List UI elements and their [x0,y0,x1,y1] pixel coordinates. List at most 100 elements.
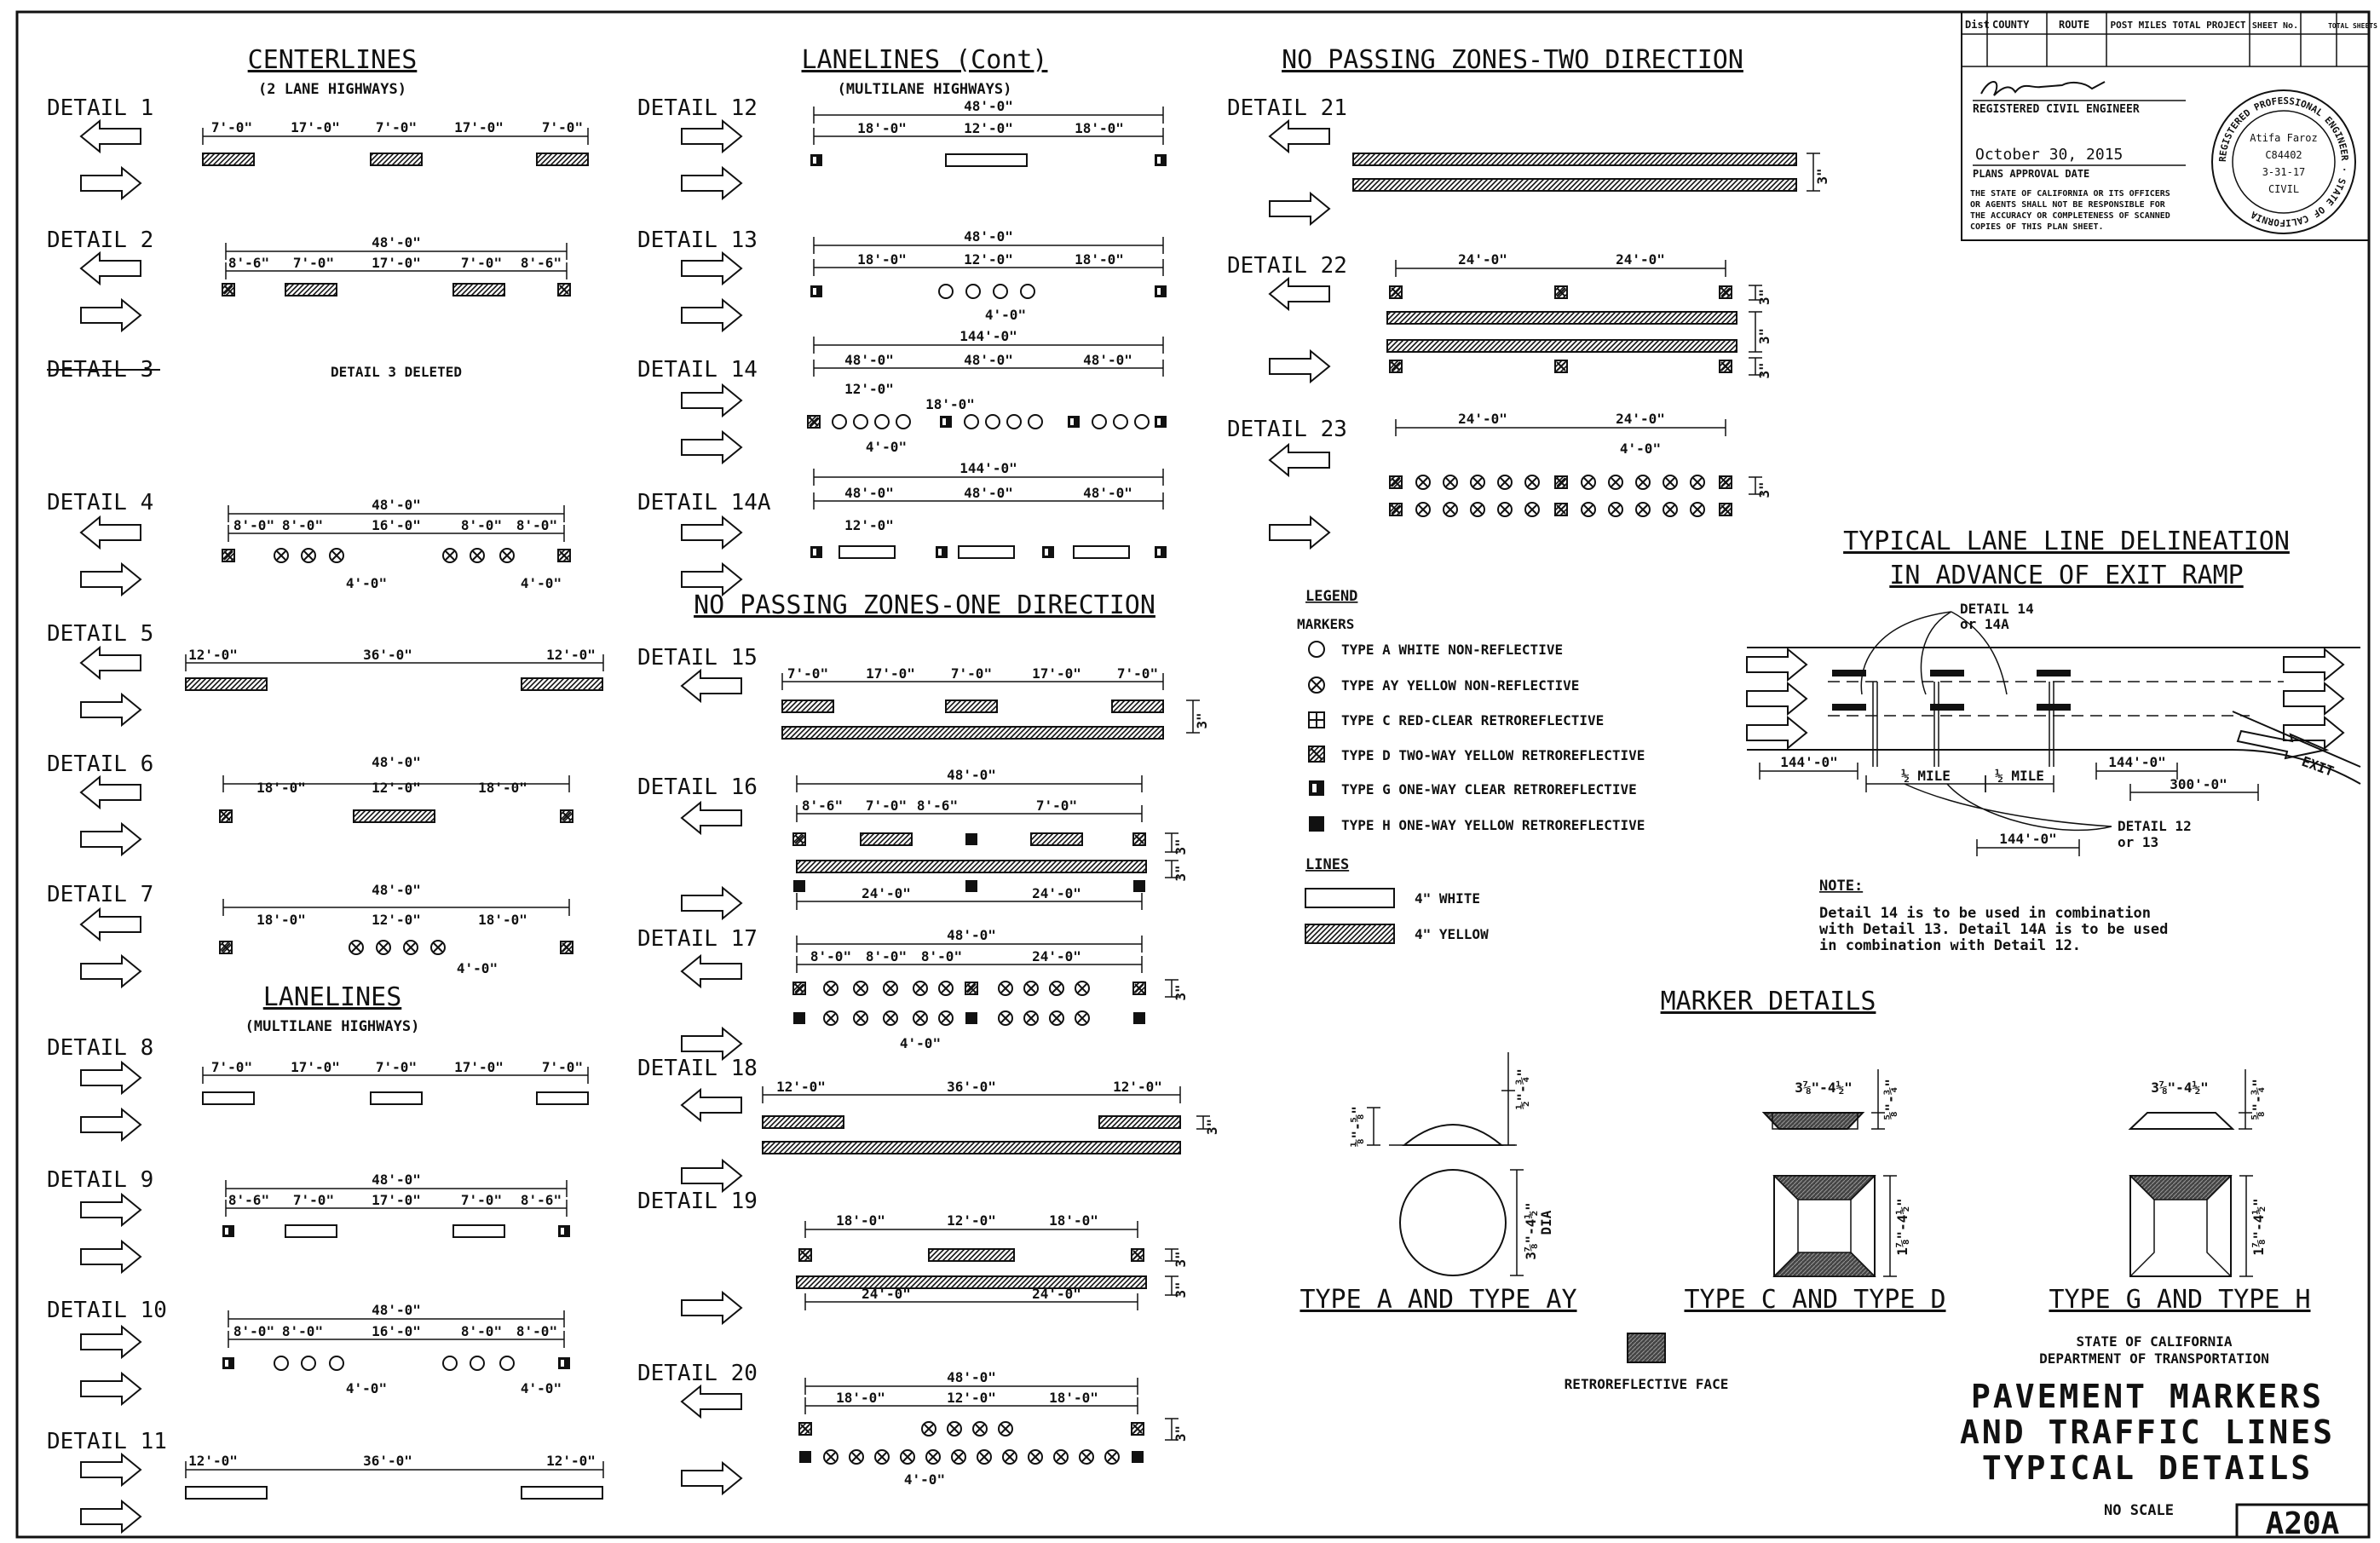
d19-dim-bot-ticks [804,1293,1138,1310]
detail-19-label: DETAIL 19 [637,1189,758,1214]
d14-48a: 48'-0" [844,352,894,368]
d8-7a: 7'-0" [211,1059,252,1075]
white-line-swatch [1305,888,1395,908]
d14-a7 [1028,414,1043,429]
d20-m0-cross [800,1424,810,1434]
sheet-number: A20A [2266,1506,2340,1541]
d23-ay21 [1608,475,1623,490]
d23-by22 [1635,502,1651,517]
d14-g3-face [1157,418,1161,425]
seal-civil: CIVIL [2268,183,2299,195]
type-c-retro-bottom [1772,1252,1876,1277]
direction-arrow-b9 [680,800,742,836]
d15-17b: 17'-0" [1032,665,1081,682]
d4-4a: 4'-0" [346,575,387,591]
d22-m2-cross [1720,287,1731,297]
d19-3a-text: 3" [1173,1251,1189,1267]
direction-arrow-a19 [80,1499,142,1534]
d17-ay21-cross [1026,983,1036,993]
d23-24: 24'-0" [1458,411,1507,427]
retroreflective-face-swatch [1627,1333,1666,1363]
tb-sheet: SHEET No. [2252,21,2298,31]
d15-dim-ticks [781,673,1164,690]
type-a-dim-dia [1510,1169,1524,1276]
d15-3 [1186,700,1200,734]
direction-arrow-b1 [681,165,743,201]
d20-ay1-cross [949,1424,959,1434]
direction-arrow-c4 [1268,442,1330,478]
exit-arrow-right0 [2283,647,2345,682]
d17-dim-sub-ticks [796,956,1143,973]
d12-dim-top-ticks [813,107,1164,124]
d18-dim-ticks [762,1086,1181,1103]
type-g-dim-plan-text: 1⅞"-4½" [2250,1198,2267,1255]
d23-ay3 [1497,475,1513,490]
d23-ay2-cross [1472,477,1483,487]
d20-by0 [823,1449,838,1465]
d14a-12: 12'-0" [844,517,894,533]
d17-24: 24'-0" [1032,948,1081,964]
direction-arrow-a5 [80,561,142,597]
centerlines-subtitle: (2 LANE HIGHWAYS) [258,81,406,98]
d17-h2 [1133,1012,1145,1024]
d20-48: 48'-0" [947,1369,996,1385]
direction-arrow-b13 [680,1087,742,1123]
d10-m4 [442,1356,458,1371]
exit-dim-144a-ticks [1759,763,1858,780]
type-a-caption: TYPE A AND TYPE AY [1299,1285,1576,1315]
d11-s2 [521,1486,603,1500]
d19-dim-top-ticks [804,1221,1138,1238]
tb-disclaimer-1: THE STATE OF CALIFORNIA OR ITS OFFICERS [1970,189,2170,199]
d16-dim-top-ticks [796,775,1143,792]
d18-solid [762,1141,1181,1154]
d16-48: 48'-0" [947,767,996,783]
d8-s3 [536,1091,589,1105]
detail-20-label: DETAIL 20 [637,1361,758,1386]
npz-two-title: NO PASSING ZONES-TWO DIRECTION [1282,45,1743,75]
d15-7b: 7'-0" [951,665,992,682]
d20-by11-cross [1107,1452,1117,1462]
exit-144c: 144'-0" [1999,831,2056,847]
d9-m2-face [561,1228,564,1235]
d20-by7-cross [1005,1452,1015,1462]
d6-m2-cross [562,811,572,821]
seal-name: Atifa Faroz [2250,132,2317,144]
d17-by2-cross [885,1013,896,1023]
detail-23-label: DETAIL 23 [1227,417,1347,442]
d4-8d: 8'-0" [516,517,557,533]
d17-d2-cross [1134,983,1144,993]
d20-by9 [1053,1449,1069,1465]
direction-arrow-a16 [80,1324,142,1360]
type-c-profile-outer [1772,1112,1858,1130]
d14a-48a: 48'-0" [844,485,894,501]
d4-m3-cross [331,550,342,561]
d23-n2-cross [1720,504,1731,515]
direction-arrow-a4 [79,515,141,550]
d16-h2 [1133,880,1145,892]
type-g-face [1312,784,1317,792]
d11-36: 36'-0" [363,1453,412,1469]
exit-144a: 144'-0" [1780,754,1837,770]
direction-arrow-a11 [80,953,142,989]
d14a-s3 [1073,545,1130,559]
d17-ay0 [823,981,838,996]
d5-36: 36'-0" [363,647,412,663]
detail-15-label: DETAIL 15 [637,645,758,671]
d4-m4 [442,548,458,563]
type-a-marker-icon [1308,641,1325,658]
d23-by24 [1690,502,1705,517]
d6-12: 12'-0" [372,780,421,796]
direction-arrow-b0 [681,118,743,154]
d17-ay22 [1049,981,1064,996]
d12-s [945,153,1028,167]
direction-arrow-a15 [80,1239,142,1275]
d23-by1 [1443,502,1458,517]
d20-by1 [849,1449,864,1465]
d20-by2-cross [877,1452,887,1462]
d18-3 [1196,1115,1210,1130]
d4-m1-cross [276,550,286,561]
d20-by5 [951,1449,966,1465]
d4-m1 [274,548,289,563]
d1-dim-7: 7'-0" [211,119,252,135]
d19-s [928,1248,1015,1262]
